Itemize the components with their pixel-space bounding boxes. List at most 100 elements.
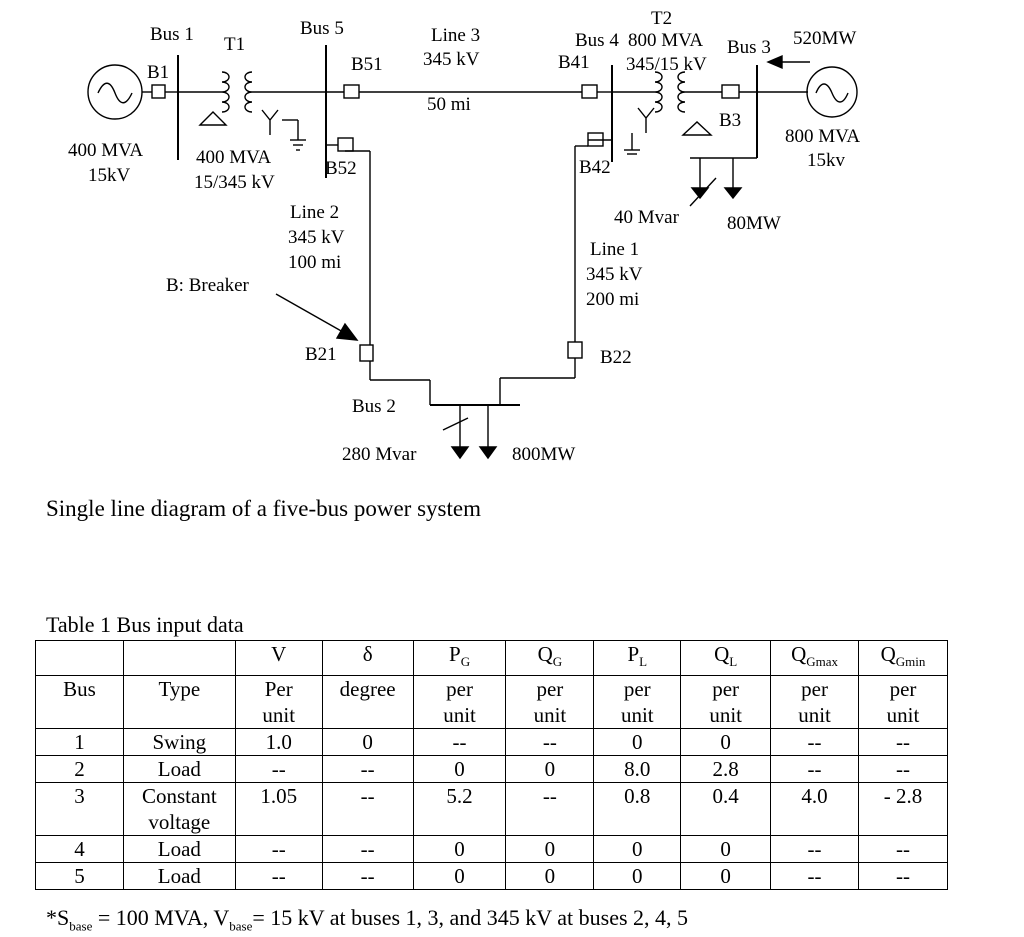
label-load4-mvar: 40 Mvar: [614, 207, 680, 228]
label-line-3: Line 3: [431, 25, 480, 46]
label-line-1: Line 1: [590, 239, 639, 260]
cell-qgmax: --: [770, 862, 859, 891]
header-cell: [35, 639, 124, 677]
cell-pl: 8.0: [593, 755, 682, 784]
cell-delta: --: [321, 782, 414, 837]
cell-pg: 5.2: [412, 782, 507, 837]
breaker-b22[interactable]: [567, 341, 583, 359]
cell-qgmin: --: [858, 835, 948, 864]
cell-pg: 0: [412, 862, 507, 891]
cell-type: Load: [122, 862, 236, 891]
label-line-2: Line 2: [290, 202, 339, 223]
cell-bus: 3: [35, 782, 124, 837]
breaker-b1[interactable]: [151, 84, 166, 99]
cell-qg: --: [505, 782, 595, 837]
label-breaker-legend: B: Breaker: [166, 275, 250, 296]
label-line-2-kv: 345 kV: [288, 227, 345, 248]
cell-pl: 0: [593, 862, 682, 891]
label-line-1-kv: 345 kV: [586, 264, 643, 285]
cell-v: 1.05: [234, 782, 323, 837]
label-b3: B3: [719, 110, 741, 131]
label-t2: T2: [651, 8, 672, 29]
cell-qg: 0: [505, 755, 595, 784]
label-gen3-kv: 15kv: [807, 150, 846, 171]
table-row: 5 Load -- -- 0 0 0 0 -- --: [35, 862, 948, 891]
cell-v: 1.0: [234, 728, 323, 757]
breaker-b21[interactable]: [359, 344, 374, 362]
label-bus-5: Bus 5: [300, 18, 344, 39]
header-cell: [122, 639, 236, 677]
cell-qgmin: - 2.8: [858, 782, 948, 837]
generator-3-symbol: [806, 66, 858, 118]
cell-pg: 0: [412, 755, 507, 784]
cell-bus: 4: [35, 835, 124, 864]
single-line-diagram: Bus 1 T1 B1 Bus 5 B51 Line 3 345 kV 50 m…: [68, 8, 860, 465]
header-bus: Bus: [35, 675, 124, 730]
table-row: 2 Load -- -- 0 0 8.0 2.8 -- --: [35, 755, 948, 784]
label-gen1-mva: 400 MVA: [68, 140, 143, 161]
cell-type: Load: [122, 755, 236, 784]
unit-delta: degree: [321, 675, 414, 730]
label-load2-mvar: 280 Mvar: [342, 444, 417, 465]
label-gen1-kv: 15kV: [88, 165, 131, 186]
cell-type: Load: [122, 835, 236, 864]
cell-bus: 2: [35, 755, 124, 784]
label-bus-4: Bus 4: [575, 30, 619, 51]
label-t1-kv: 15/345 kV: [194, 172, 275, 193]
table-row: 4 Load -- -- 0 0 0 0 -- --: [35, 835, 948, 864]
label-line-3-mi: 50 mi: [427, 94, 471, 115]
breaker-b42[interactable]: [587, 132, 604, 147]
label-line-1-mi: 200 mi: [586, 289, 639, 310]
label-load4-mw: 80MW: [727, 213, 781, 234]
header-ql: QL: [680, 639, 772, 677]
cell-qg: 0: [505, 835, 595, 864]
cell-v: --: [234, 755, 323, 784]
cell-ql: 0: [680, 862, 772, 891]
cell-qgmax: 4.0: [770, 782, 859, 837]
label-load2-mw: 800MW: [512, 444, 575, 465]
cell-pl: 0: [593, 728, 682, 757]
transformer-t1: [221, 71, 230, 113]
cell-ql: 0: [680, 835, 772, 864]
header-type: Type: [122, 675, 236, 730]
label-bus-1: Bus 1: [150, 24, 194, 45]
breaker-b51[interactable]: [343, 84, 360, 99]
cell-qgmin: --: [858, 728, 948, 757]
breaker-b41[interactable]: [581, 84, 598, 99]
label-t1-mva: 400 MVA: [196, 147, 271, 168]
label-b22: B22: [600, 347, 632, 368]
diagram-caption: Single line diagram of a five-bus power …: [46, 496, 481, 521]
cell-v: --: [234, 862, 323, 891]
label-b41: B41: [558, 52, 590, 73]
label-t2-kv: 345/15 kV: [626, 54, 707, 75]
bus-input-table: V δ PG QG PL QL QGmax QGmin Bus Type Per…: [35, 639, 948, 891]
label-bus-2: Bus 2: [352, 396, 396, 417]
cell-delta: 0: [321, 728, 414, 757]
label-line-3-kv: 345 kV: [423, 49, 480, 70]
label-t1: T1: [224, 34, 245, 55]
header-qg: QG: [505, 639, 595, 677]
header-qgmax: QGmax: [770, 639, 859, 677]
breaker-b52[interactable]: [337, 137, 354, 152]
label-line-2-mi: 100 mi: [288, 252, 341, 273]
cell-delta: --: [321, 835, 414, 864]
cell-pl: 0: [593, 835, 682, 864]
label-t2-mva: 800 MVA: [628, 30, 703, 51]
table-header-row-1: V δ PG QG PL QL QGmax QGmin: [35, 639, 948, 677]
label-gen3-mw: 520MW: [793, 28, 856, 49]
cell-pg: --: [412, 728, 507, 757]
header-pg: PG: [412, 639, 507, 677]
cell-qgmax: --: [770, 728, 859, 757]
cell-qgmin: --: [858, 862, 948, 891]
label-b21: B21: [305, 344, 337, 365]
label-gen3-mva: 800 MVA: [785, 126, 860, 147]
breaker-b3[interactable]: [721, 84, 740, 99]
cell-bus: 5: [35, 862, 124, 891]
cell-qgmax: --: [770, 755, 859, 784]
